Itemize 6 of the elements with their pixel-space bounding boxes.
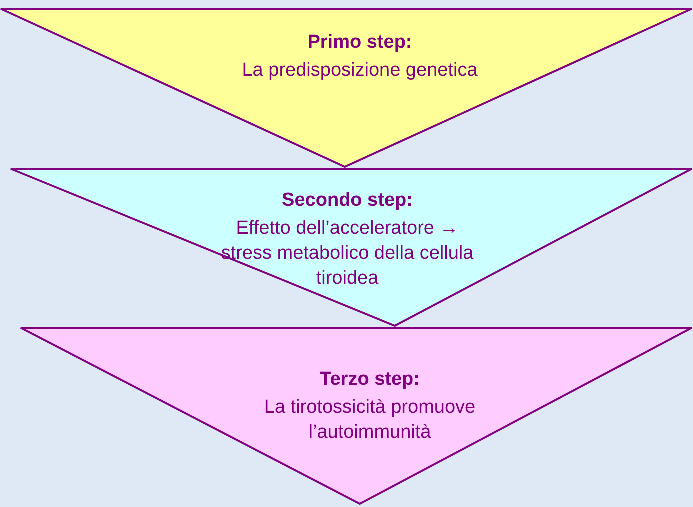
step-description: La predisposizione genetica bbox=[241, 59, 479, 83]
step-heading: Primo step: bbox=[306, 31, 414, 55]
step-heading: Secondo step: bbox=[281, 189, 414, 213]
step-description: Effetto dell’acceleratore → stress metabolico della cellula tiroidea bbox=[220, 217, 475, 291]
step-description: La tirotossicità promuove l’autoimmunità bbox=[263, 396, 477, 445]
step-heading: Terzo step: bbox=[319, 368, 421, 392]
